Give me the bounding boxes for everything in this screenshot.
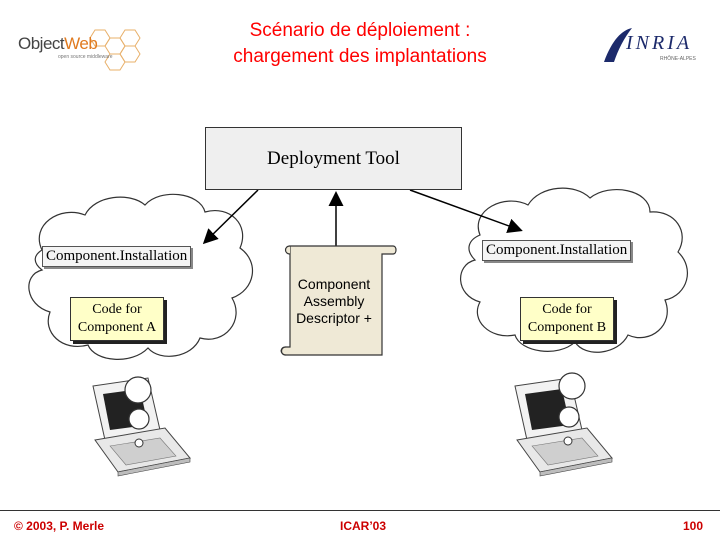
code-component-b-line-1: Code for [542, 302, 592, 317]
code-component-a-line-1: Code for [92, 302, 142, 317]
footer-copyright: © 2003, P. Merle [14, 519, 105, 533]
objectweb-logo: ObjectWeb [18, 34, 98, 54]
slide-title-line-1: Scénario de déploiement : [249, 20, 471, 41]
arrow-to-right-node [409, 189, 523, 233]
inria-logo: INRIA [626, 32, 693, 54]
descriptor-line-1: Component [297, 276, 371, 292]
descriptor-line-3: Descriptor + [296, 310, 372, 326]
code-component-a-line-2: Component A [77, 320, 157, 335]
code-component-b-line-2: Component B [527, 320, 607, 335]
code-component-b-box: Code for Component B [520, 297, 614, 341]
laptop-left [92, 376, 191, 477]
objectweb-logo-part1: Object [18, 34, 65, 53]
descriptor-scroll [280, 245, 397, 356]
descriptor-line-2: Assembly [303, 293, 365, 309]
left-component-installation-label: Component.Installation [42, 246, 192, 267]
objectweb-logo-part2: Web [64, 34, 98, 53]
inria-logo-graphic [604, 28, 632, 62]
slide-title-line-2: chargement des implantations [233, 46, 487, 67]
laptop-right [514, 372, 613, 477]
objectweb-tagline: open source middleware [58, 54, 113, 60]
slide-title: Scénario de déploiement : chargement des… [150, 18, 570, 70]
code-component-a-box: Code for Component A [70, 297, 164, 341]
inria-logo-subtitle: RHÔNE-ALPES [660, 56, 696, 62]
objectweb-logo-graphic [89, 29, 141, 71]
deployment-tool-box: Deployment Tool [205, 127, 462, 190]
right-component-installation-label: Component.Installation [482, 240, 632, 261]
footer-event: ICAR’03 [340, 519, 387, 533]
arrow-to-left-node [202, 189, 259, 245]
footer-page-number: 100 [683, 519, 704, 533]
deployment-tool-label: Deployment Tool [267, 147, 400, 169]
descriptor-text: Component Assembly Descriptor + [284, 276, 384, 327]
